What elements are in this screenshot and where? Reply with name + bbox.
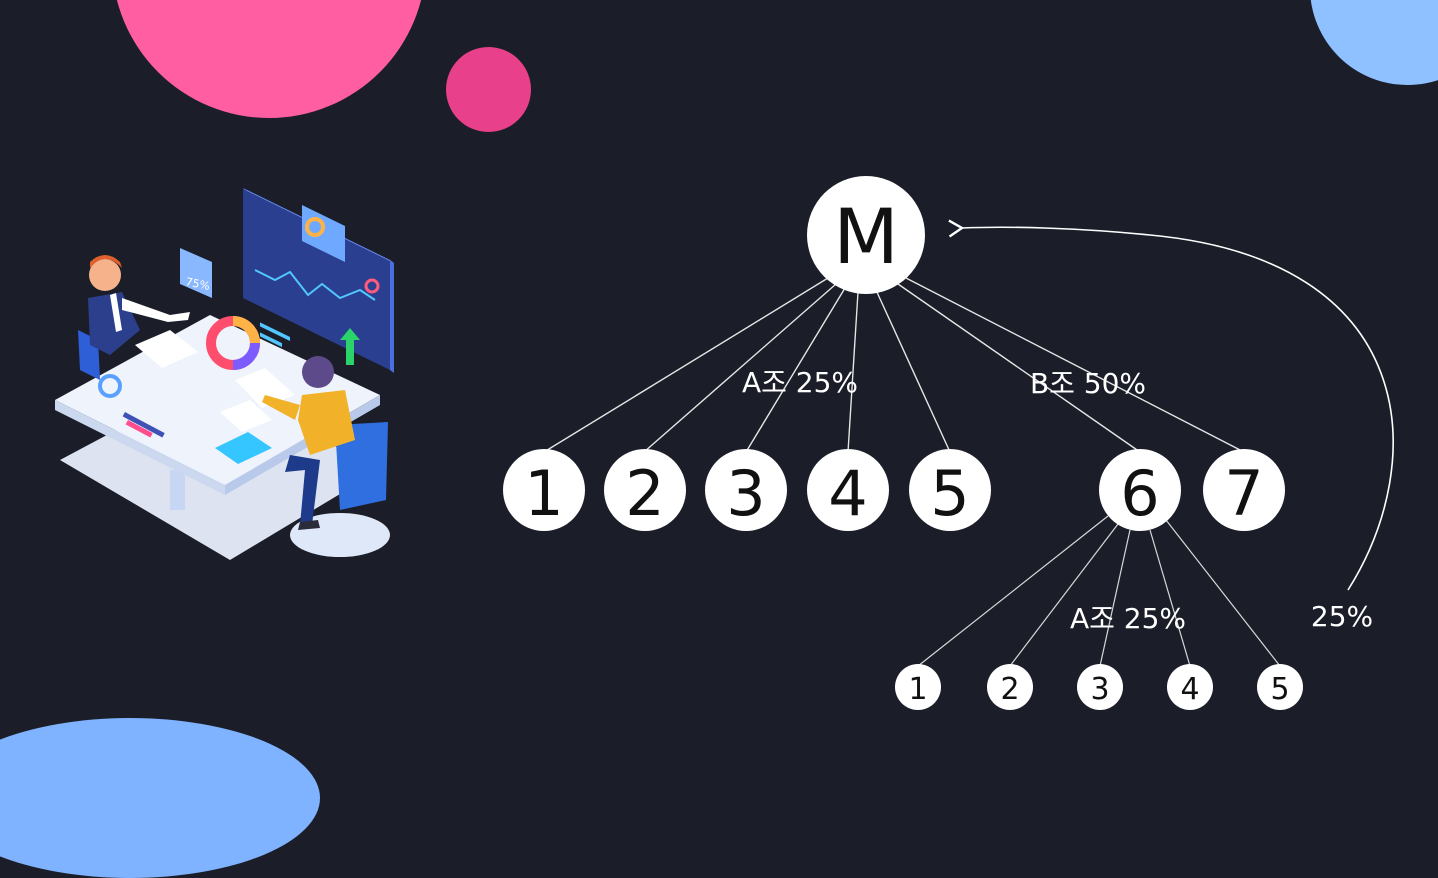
magenta-circle-decoration [446,47,531,132]
sub-group-a-node-3: 3 [1077,664,1123,710]
group-a-node-3-label: 3 [726,457,765,530]
sub-group-a-node-5: 5 [1257,664,1303,710]
group-a-node-4-label: 4 [828,457,867,530]
group-b-node-6: 6 [1099,449,1181,531]
group-a-node-1-label: 1 [524,457,563,530]
group-b-node-7: 7 [1203,449,1285,531]
connector-6-2 [1009,523,1119,667]
group-a-node-4: 4 [807,449,889,531]
connector-m-6 [897,283,1141,453]
group-b-node-6-label: 6 [1120,457,1159,530]
sub-group-a-node-2-label: 2 [1000,672,1019,707]
root-node: M [807,176,925,294]
return-arrow [948,219,1394,591]
sub-connectors [917,515,1281,667]
group-a-node-3: 3 [705,449,787,531]
connector-m-4 [847,291,859,453]
group-a-nodes: 1 2 3 4 5 [503,449,991,531]
group-a-node-5-label: 5 [930,457,969,530]
tree-diagram: M 1 2 3 4 5 [503,176,1394,710]
group-b-label: B조 50% [1030,367,1146,400]
group-a-node-1: 1 [503,449,585,531]
sub-group-a-node-3-label: 3 [1090,672,1109,707]
group-a-node-2: 2 [604,449,686,531]
sub-group-a-node-4-label: 4 [1180,672,1199,707]
connector-m-1 [543,277,829,453]
group-b-node-7-label: 7 [1224,457,1263,530]
sub-group-a-node-5-label: 5 [1270,672,1289,707]
sub-group-a-nodes: 1 2 3 4 5 [895,664,1303,710]
connector-6-1 [917,515,1109,667]
group-a-label: A조 25% [742,366,858,399]
sub-group-a-label: A조 25% [1070,602,1186,635]
floating-card-value: 75% [184,275,211,293]
connector-m-5 [875,289,951,453]
sub-group-a-node-1: 1 [895,664,941,710]
sub-group-a-node-4: 4 [1167,664,1213,710]
root-connectors [543,277,1245,453]
meeting-illustration: 75% [55,188,394,560]
group-a-node-5: 5 [909,449,991,531]
connector-6-3 [1099,529,1131,667]
group-b-nodes: 6 7 [1099,449,1285,531]
return-label: 25% [1311,600,1373,633]
connector-m-3 [745,287,846,453]
sub-group-a-node-1-label: 1 [908,672,927,707]
root-node-label: M [833,192,899,281]
connector-m-7 [905,277,1245,453]
connector-m-2 [643,283,837,453]
sub-group-a-node-2: 2 [987,664,1033,710]
connector-6-5 [1165,519,1281,667]
connector-6-4 [1149,529,1191,667]
group-a-node-2-label: 2 [625,457,664,530]
